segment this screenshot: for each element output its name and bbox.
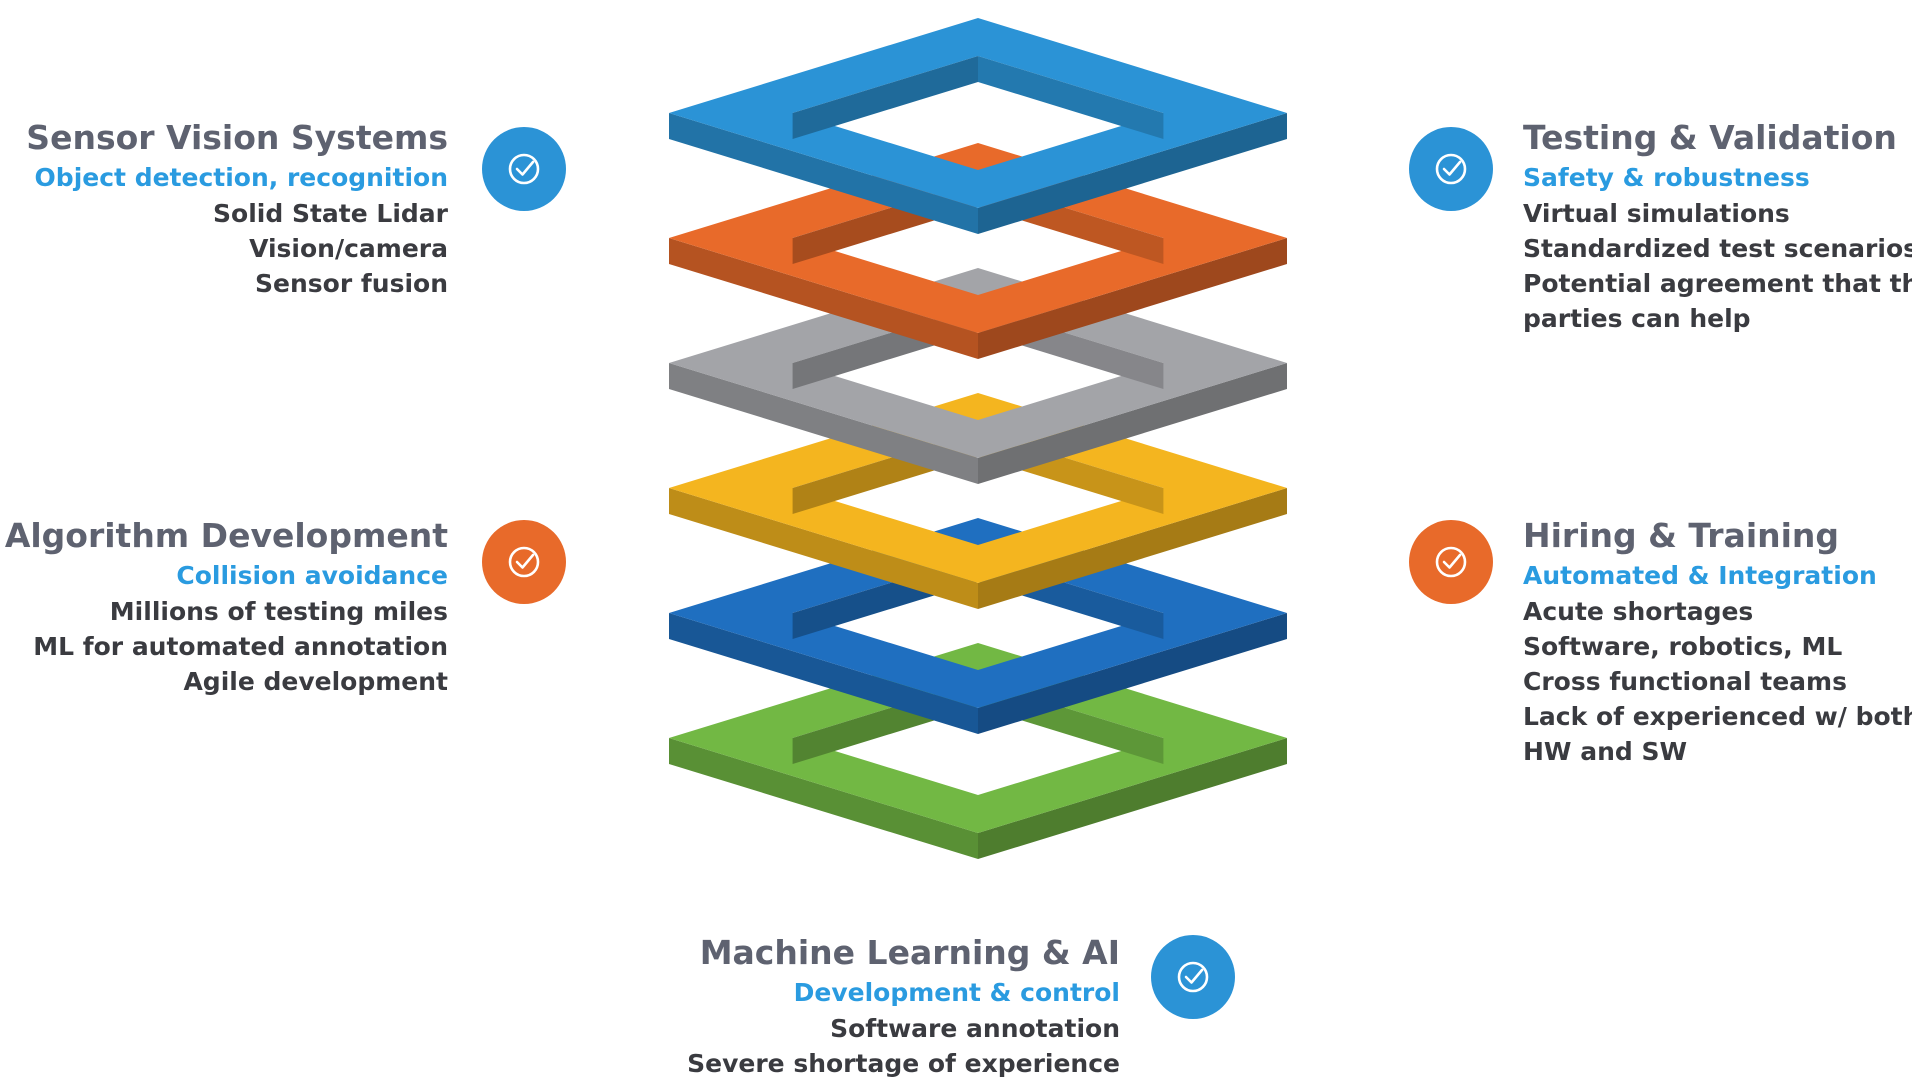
hiring-line: Acute shortages [1523,594,1912,629]
sensor-title: Sensor Vision Systems [26,117,448,159]
sensor-line: Solid State Lidar [26,196,448,231]
check-circle-icon [1151,935,1235,1019]
hiring-training-block: Hiring & Training Automated & Integratio… [1523,515,1912,769]
sensor-vision-block: Sensor Vision Systems Object detection, … [26,117,448,301]
testing-line: Standardized test scenarios [1523,231,1912,266]
testing-line: Potential agreement that third [1523,266,1912,301]
algorithm-line: Millions of testing miles [5,594,448,629]
sensor-line: Sensor fusion [26,266,448,301]
testing-line: Virtual simulations [1523,196,1912,231]
machine-learning-block: Machine Learning & AI Development & cont… [687,932,1120,1081]
check-circle-icon [1409,520,1493,604]
hiring-line: HW and SW [1523,734,1912,769]
layer-blue-light [669,18,1287,234]
check-circle-icon [1409,127,1493,211]
ml-line: Software annotation [687,1011,1120,1046]
algorithm-line: ML for automated annotation [5,629,448,664]
testing-validation-block: Testing & Validation Safety & robustness… [1523,117,1912,336]
ml-line: Severe shortage of experience [687,1046,1120,1081]
hiring-line: Software, robotics, ML [1523,629,1912,664]
hiring-line: Lack of experienced w/ both [1523,699,1912,734]
ml-title: Machine Learning & AI [687,932,1120,974]
testing-title: Testing & Validation [1523,117,1912,159]
hiring-title: Hiring & Training [1523,515,1912,557]
hiring-subtitle: Automated & Integration [1523,557,1912,594]
algorithm-development-block: Algorithm Development Collision avoidanc… [5,515,448,699]
hiring-line: Cross functional teams [1523,664,1912,699]
testing-line: parties can help [1523,301,1912,336]
ml-subtitle: Development & control [687,974,1120,1011]
check-circle-icon [482,127,566,211]
testing-subtitle: Safety & robustness [1523,159,1912,196]
sensor-subtitle: Object detection, recognition [26,159,448,196]
algorithm-subtitle: Collision avoidance [5,557,448,594]
sensor-line: Vision/camera [26,231,448,266]
algorithm-line: Agile development [5,664,448,699]
check-circle-icon [482,520,566,604]
algorithm-title: Algorithm Development [5,515,448,557]
